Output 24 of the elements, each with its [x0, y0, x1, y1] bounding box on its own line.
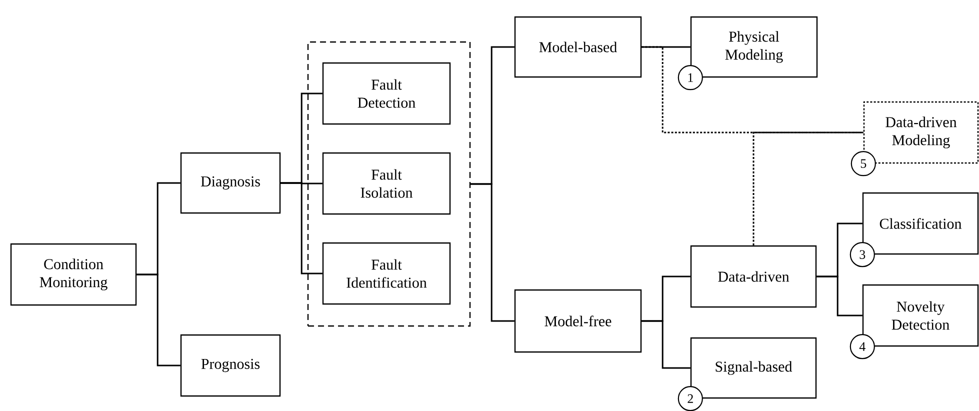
process-box: Data-driven — [690, 245, 817, 308]
process-box: Model-based — [514, 16, 642, 78]
connector-line — [752, 132, 864, 246]
process-box: Model-free — [514, 289, 642, 353]
process-box: Fault Isolation — [322, 152, 451, 215]
process-box: Fault Detection — [322, 62, 451, 125]
callout-number: 3 — [850, 242, 875, 268]
connector-line — [816, 276, 862, 316]
connector-line — [470, 183, 514, 322]
process-box: Condition Monitoring — [10, 243, 137, 306]
connector-line — [642, 46, 690, 48]
connector-line — [642, 320, 690, 369]
callout-number: 5 — [850, 151, 876, 176]
callout-number: 4 — [850, 334, 875, 360]
connector-line — [642, 46, 864, 134]
callout-number: 2 — [678, 386, 703, 411]
connector-line — [280, 182, 322, 274]
process-box: Diagnosis — [180, 152, 281, 214]
callout-number: 1 — [678, 65, 703, 90]
dashed-group-box — [307, 41, 471, 327]
process-box: Prognosis — [180, 334, 281, 397]
process-box: Fault Identification — [322, 242, 451, 305]
connector-line — [136, 274, 180, 366]
process-box: Physical Modeling — [690, 16, 818, 78]
